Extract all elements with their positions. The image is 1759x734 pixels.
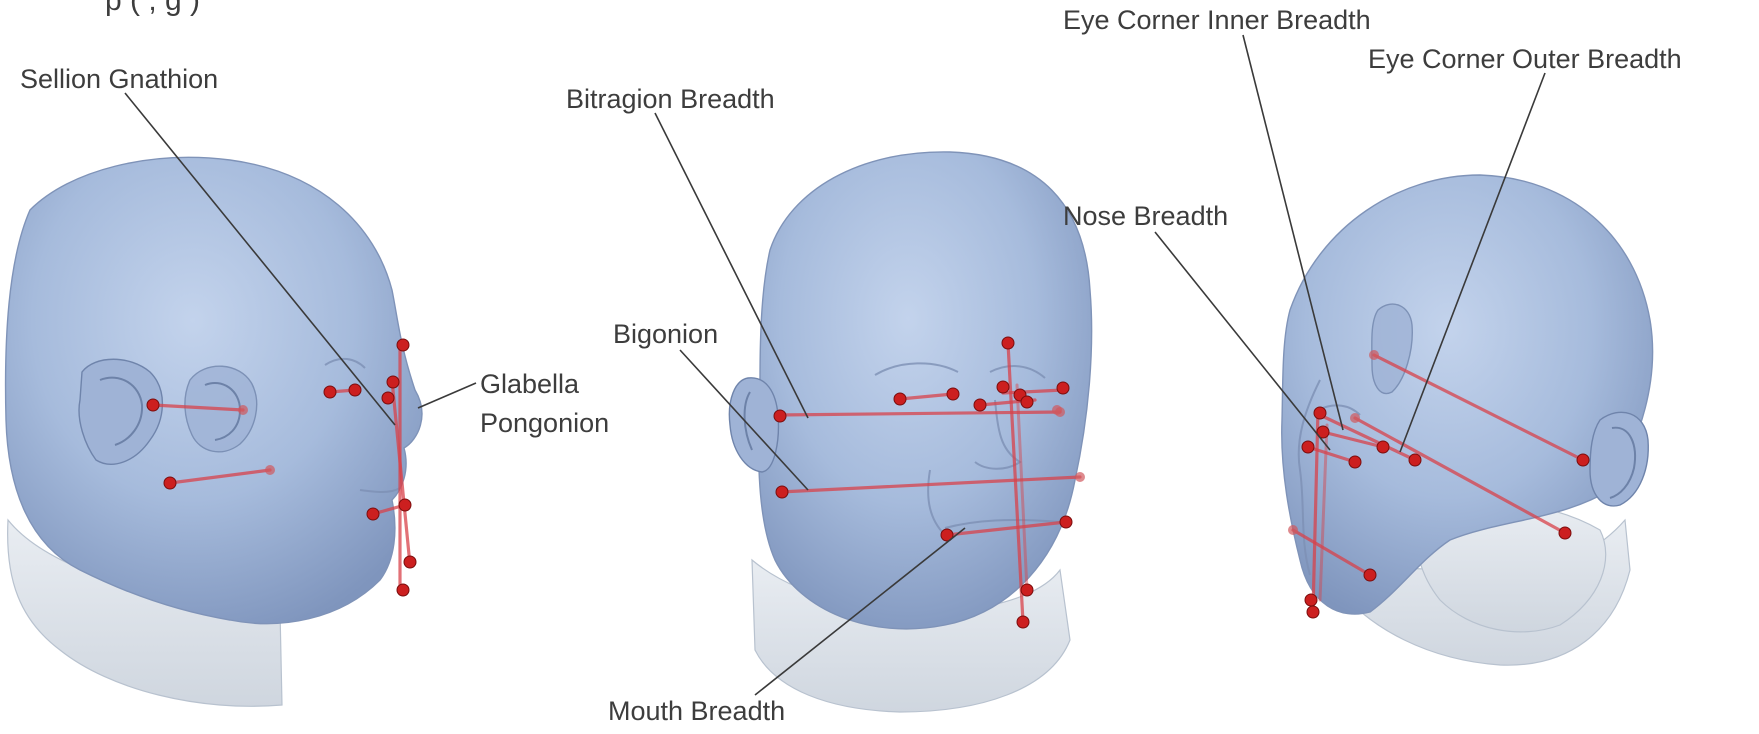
label-pongonion: Pongonion bbox=[480, 408, 609, 438]
landmark-eye-inner-left-2 bbox=[947, 388, 959, 400]
landmark-tragion-right-1 bbox=[238, 405, 248, 415]
landmark-gonion-far-2 bbox=[1075, 472, 1085, 482]
landmark-eye-inner-right-2 bbox=[997, 381, 1009, 393]
landmark-eye-outer-left-2 bbox=[894, 393, 906, 405]
label-glabella: Glabella bbox=[480, 369, 580, 399]
label-mouth-breadth: Mouth Breadth bbox=[608, 696, 785, 726]
landmark-gnathion-1 bbox=[397, 584, 409, 596]
landmark-tragion-far-3 bbox=[1369, 350, 1379, 360]
landmark-gonion-2 bbox=[776, 486, 788, 498]
landmark-eye-inner-left-3 bbox=[1314, 407, 1326, 419]
label-eye-corner-inner-breadth: Eye Corner Inner Breadth bbox=[1063, 5, 1371, 35]
landmark-gonion-far-3 bbox=[1350, 413, 1360, 423]
leader-glabella bbox=[418, 383, 476, 408]
landmark-gnathion-3 bbox=[1307, 606, 1319, 618]
landmark-sellion-2 bbox=[1002, 337, 1014, 349]
landmark-gonion-right-1 bbox=[265, 465, 275, 475]
label-eye-corner-outer-breadth: Eye Corner Outer Breadth bbox=[1368, 44, 1682, 74]
landmark-sellion-1 bbox=[397, 339, 409, 351]
head-rotated: Eye Corner Inner Breadth Eye Corner Oute… bbox=[1063, 5, 1682, 665]
landmark-cheek-far-2 bbox=[1052, 405, 1062, 415]
label-bigonion: Bigonion bbox=[613, 319, 718, 349]
landmark-nose-left-3 bbox=[1302, 441, 1314, 453]
landmark-eye-inner-1 bbox=[349, 384, 361, 396]
landmark-pogonion-3 bbox=[1305, 594, 1317, 606]
landmark-nasal-1 bbox=[382, 392, 394, 404]
landmark-tragion-3 bbox=[1577, 454, 1589, 466]
head-side-profile: Sellion Gnathion Glabella Pongonion bbox=[6, 64, 610, 706]
landmark-nose-left-2 bbox=[974, 399, 986, 411]
label-nose-breadth: Nose Breadth bbox=[1063, 201, 1228, 231]
landmark-tragion-left-1 bbox=[147, 399, 159, 411]
head-front-three-quarter: Bitragion Breadth Bigonion Mouth Breadth bbox=[566, 84, 1092, 726]
landmark-eye-outer-right-2 bbox=[1057, 382, 1069, 394]
label-bitragion-breadth: Bitragion Breadth bbox=[566, 84, 775, 114]
landmark-pogonion-1 bbox=[404, 556, 416, 568]
landmark-gonion-left-1 bbox=[164, 477, 176, 489]
landmark-pogonion-2 bbox=[1021, 584, 1033, 596]
header-fragment: p ( , g ) bbox=[105, 0, 200, 17]
landmark-nose-right-3 bbox=[1349, 456, 1361, 468]
landmark-mouth-mid-1 bbox=[399, 499, 411, 511]
landmark-eye-outer-far-3 bbox=[1409, 454, 1421, 466]
label-sellion-gnathion: Sellion Gnathion bbox=[20, 64, 218, 94]
landmark-glabella-1 bbox=[387, 376, 399, 388]
landmark-mouth-corner-1 bbox=[367, 508, 379, 520]
ear-3 bbox=[1590, 412, 1648, 506]
landmark-mouth-far-3 bbox=[1288, 525, 1298, 535]
landmark-nose-right-2 bbox=[1021, 396, 1033, 408]
landmark-mouth-corner-3 bbox=[1364, 569, 1376, 581]
landmark-eye-outer-1 bbox=[324, 386, 336, 398]
landmark-eye-outer-3 bbox=[1377, 441, 1389, 453]
ear-2 bbox=[729, 378, 778, 472]
landmark-gonion-3 bbox=[1559, 527, 1571, 539]
landmark-tragion-2 bbox=[774, 410, 786, 422]
landmark-gnathion-2 bbox=[1017, 616, 1029, 628]
landmark-mouth-right-2 bbox=[1060, 516, 1072, 528]
